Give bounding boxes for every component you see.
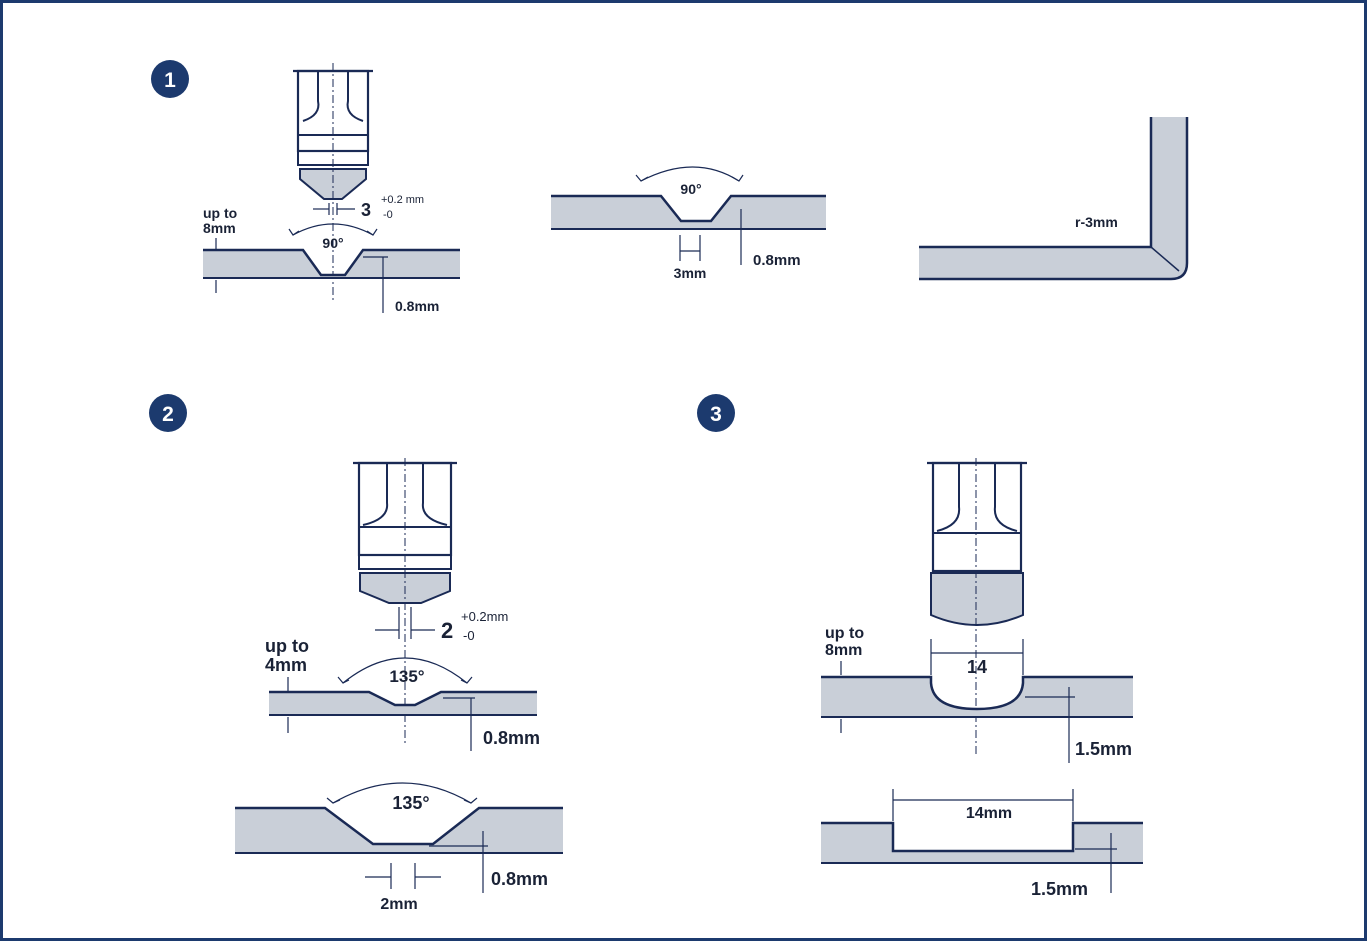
step-3b-groove: 14mm 1.5mm [821,789,1143,899]
step-2-tolerance-minus: -0 [463,628,475,643]
step-2-angle: 135° [389,667,424,686]
step-1-tool [293,63,373,303]
step-2b-depth: 0.8mm [491,869,548,889]
step-2-tool [353,458,457,743]
step-1-angle: 90° [322,235,343,251]
step-2b-width: 2mm [380,896,417,913]
step-2-workpiece: 135° [269,657,537,716]
step-3-depth: 1.5mm [1075,739,1132,759]
step-1c-radius: r-3mm [1075,214,1118,230]
step-3b-width: 14mm [966,805,1012,822]
step-3-upto-line2: 8mm [825,642,862,659]
step-2-depth: 0.8mm [483,728,540,748]
step-1-tolerance-minus: -0 [383,209,393,221]
step-2-thickness-note: up to 4mm [265,636,309,733]
step-1b-groove: 90° 3mm 0.8mm [551,166,826,281]
step-2-upto-line1: up to [265,636,309,656]
step-2b-groove: 135° 2mm 0.8mm [235,782,563,913]
step-1-upto-line2: 8mm [203,220,236,236]
step-1-tolerance-plus: +0.2 mm [381,194,424,206]
step-1-badge: 1 [151,60,189,98]
step-2-upto-line2: 4mm [265,655,307,675]
grooving-diagram: 1 3 +0.2 mm -0 90° up to 8mm [149,60,1189,913]
step-2-depth-dimension: 0.8mm [443,697,540,751]
step-2-tolerance-plus: +0.2mm [461,609,508,624]
step-1-depth: 0.8mm [395,298,439,314]
step-2-tip-dimension: 2 +0.2mm -0 [375,607,508,643]
step-3-upto-line1: up to [825,625,864,642]
step-1-depth-dimension: 0.8mm [363,256,439,314]
step-2-tip-width: 2 [441,618,453,643]
step-2-number: 2 [162,403,174,426]
step-3b-depth: 1.5mm [1031,879,1088,899]
step-3-depth-dimension: 1.5mm [1025,687,1132,763]
step-3-width: 14 [967,657,987,677]
step-1b-width: 3mm [674,265,707,281]
step-2-badge: 2 [149,394,187,432]
step-1-workpiece: 90° [203,223,460,279]
step-1-tip-width: 3 [361,200,371,220]
step-1-tip-dimension: 3 +0.2 mm -0 [313,194,424,221]
step-1-thickness-note: up to 8mm [203,205,237,293]
step-3-thickness-note: up to 8mm [825,625,864,733]
step-1b-depth: 0.8mm [753,252,801,269]
step-1c-bent-panel: r-3mm [919,117,1189,281]
step-3-number: 3 [710,403,722,426]
step-3-tool [927,458,1027,755]
step-3-badge: 3 [697,394,735,432]
step-1b-angle: 90° [680,181,701,197]
step-1-upto-line1: up to [203,205,237,221]
step-1-number: 1 [164,69,176,92]
step-3-workpiece: 14 [821,639,1133,718]
step-2b-angle: 135° [392,793,429,813]
